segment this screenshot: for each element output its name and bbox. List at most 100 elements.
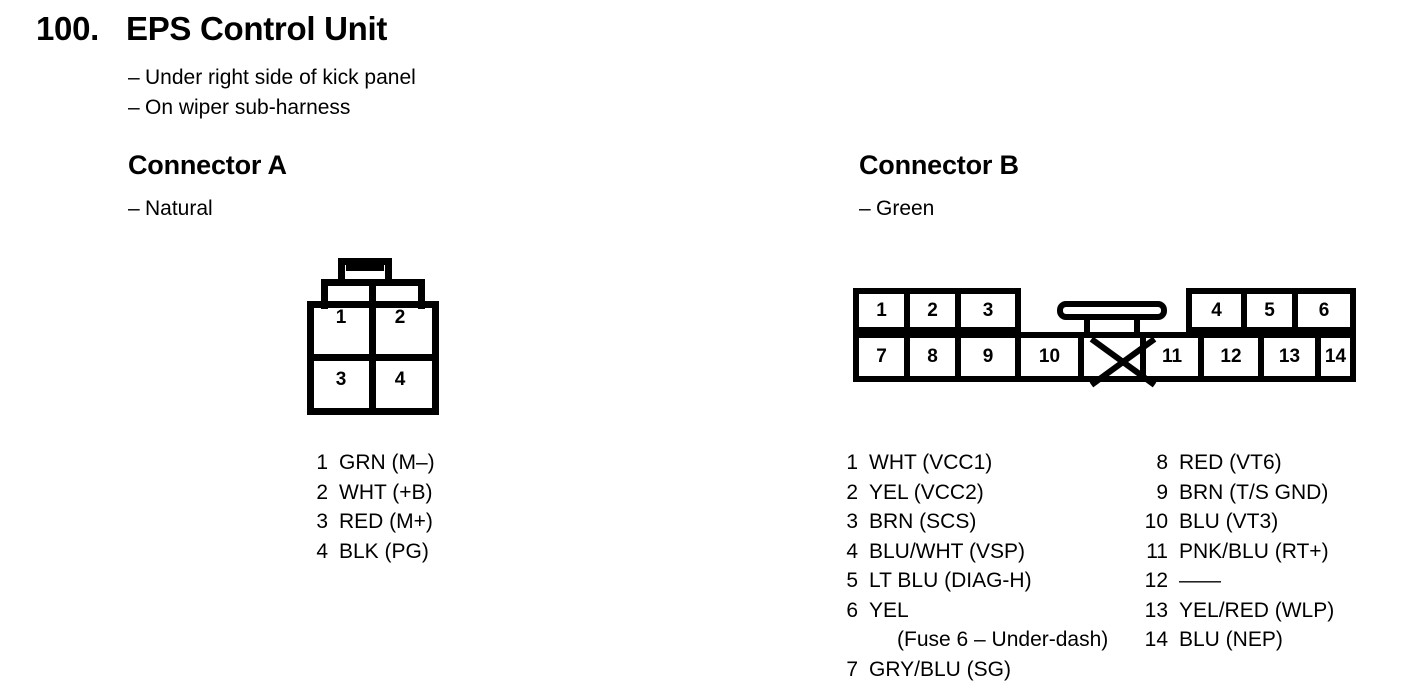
pin-number <box>830 625 858 655</box>
pin-number: 3 <box>846 510 858 533</box>
pin-number: 13 <box>1144 598 1168 622</box>
connector-b-cell-11: 11 <box>1140 332 1204 382</box>
connector-a-title: Connector A <box>128 150 287 180</box>
pin-description: GRN (M–) <box>339 451 435 474</box>
pin-description: BRN (T/S GND) <box>1179 480 1329 504</box>
pin-description: BLU (NEP) <box>1179 628 1283 651</box>
pin-row: 10 BLU (VT3) <box>1140 507 1334 537</box>
connector-a-upper-shoulder <box>321 279 425 309</box>
pin-description: GRY/BLU (SG) <box>869 657 1011 681</box>
pin-number: 3 <box>316 510 328 533</box>
pin-description: BLU (VT3) <box>1179 510 1279 533</box>
connector-a-cell-3: 3 <box>335 369 347 390</box>
pin-row: 7 GRY/BLU (SG) <box>830 655 1108 685</box>
pin-number: 1 <box>316 451 328 474</box>
pin-row: 13 YEL/RED (WLP) <box>1140 596 1335 626</box>
pin-row: 8 RED (VT6) <box>1140 448 1334 478</box>
pin-description: YEL/RED (WLP) <box>1179 598 1335 622</box>
connector-b-color-text: Green <box>876 197 935 220</box>
pin-number: 5 <box>846 569 858 592</box>
connector-a-latch-tab <box>338 258 392 280</box>
dash-bullet: – <box>859 197 871 220</box>
pin-row: 4 BLK (PG) <box>300 537 435 567</box>
connector-b-latch-stem-left <box>1084 314 1090 338</box>
pin-description: BRN (SCS) <box>869 510 977 533</box>
connector-a-cell-2: 2 <box>394 307 406 328</box>
location-note: –Under right side of kick panel <box>128 63 416 93</box>
connector-a-column-divider <box>369 286 376 415</box>
pin-description: PNK/BLU (RT+) <box>1179 539 1329 563</box>
connector-b-cell-8: 8 <box>904 332 961 382</box>
dash-bullet: – <box>128 66 140 89</box>
pin-number: 10 <box>1144 510 1168 533</box>
pin-row: 3 RED (M+) <box>300 507 435 537</box>
connector-a-latch-slot <box>346 264 384 271</box>
pin-row: 12 —— <box>1140 566 1334 596</box>
connector-a-cell-4: 4 <box>394 369 406 390</box>
pin-number: 6 <box>846 598 858 622</box>
pin-description: WHT (VCC1) <box>869 451 993 474</box>
pin-description: BLU/WHT (VSP) <box>869 539 1025 563</box>
page-title-text: EPS Control Unit <box>126 10 388 47</box>
connector-a-color-text: Natural <box>145 197 213 220</box>
pin-description: WHT (+B) <box>339 480 433 504</box>
page-title: 100. EPS Control Unit <box>36 10 387 48</box>
location-note: –On wiper sub-harness <box>128 93 416 123</box>
pin-number: 2 <box>316 480 328 504</box>
connector-b-cell-4: 4 <box>1186 288 1247 333</box>
connector-b-cell-5: 5 <box>1241 288 1298 333</box>
pin-description: RED (M+) <box>339 510 433 533</box>
connector-b-cell-1: 1 <box>853 288 910 333</box>
connector-b-cell-7: 7 <box>853 332 910 382</box>
pin-number: 2 <box>846 480 858 504</box>
connector-b-cell-2: 2 <box>904 288 961 333</box>
connector-b-cell-6: 6 <box>1292 288 1356 333</box>
connector-a-color-note: –Natural <box>128 197 287 221</box>
page-number: 100. <box>36 10 100 47</box>
pin-description: LT BLU (DIAG-H) <box>869 569 1032 592</box>
pin-number: 14 <box>1144 628 1168 651</box>
pin-description: YEL (VCC2) <box>869 480 984 504</box>
connector-a-section: Connector A –Natural <box>128 150 287 221</box>
connector-b-title: Connector B <box>859 150 1019 180</box>
pin-number: 11 <box>1146 539 1168 563</box>
connector-b-diagram: 1 2 3 4 5 6 7 8 9 10 11 12 13 14 <box>853 288 1356 388</box>
pin-row: 9 BRN (T/S GND) <box>1140 478 1334 508</box>
connector-a-pin-list: 1 GRN (M–) 2 WHT (+B) 3 RED (M+) 4 BLK (… <box>300 448 435 567</box>
pin-description: (Fuse 6 – Under-dash) <box>897 628 1109 651</box>
connector-a-diagram: 1 2 3 4 <box>300 250 446 425</box>
pin-number: 12 <box>1144 569 1168 592</box>
connector-b-cell-12: 12 <box>1198 332 1264 382</box>
pin-description: BLK (PG) <box>339 539 429 563</box>
connector-b-cell-10: 10 <box>1015 332 1084 382</box>
pin-row: 14 BLU (NEP) <box>1140 625 1334 655</box>
pin-number: 1 <box>846 451 858 474</box>
pin-row: 1 GRN (M–) <box>300 448 435 478</box>
pin-row: 4 BLU/WHT (VSP) <box>830 537 1108 567</box>
pin-row: 6 YEL <box>830 596 1108 626</box>
pin-description: RED (VT6) <box>1179 451 1282 474</box>
pin-row: 3 BRN (SCS) <box>830 507 1108 537</box>
connector-b-color-note: –Green <box>859 197 1019 221</box>
pin-number: 9 <box>1156 480 1168 504</box>
pin-number: 8 <box>1156 451 1168 474</box>
pin-row: 2 YEL (VCC2) <box>830 478 1108 508</box>
pin-number: 7 <box>846 657 858 681</box>
connector-b-cell-9: 9 <box>955 332 1021 382</box>
pin-row: 5 LT BLU (DIAG-H) <box>830 566 1108 596</box>
location-notes: –Under right side of kick panel –On wipe… <box>128 63 416 123</box>
connector-b-blank-cell <box>1078 332 1157 388</box>
pin-description: —— <box>1179 569 1221 592</box>
pin-row: 1 WHT (VCC1) <box>830 448 1108 478</box>
location-note-text: Under right side of kick panel <box>145 66 416 89</box>
connector-a-cell-1: 1 <box>335 307 347 328</box>
pin-number: 4 <box>846 539 858 563</box>
connector-b-latch-stem-right <box>1134 314 1140 338</box>
pin-description: YEL <box>869 598 909 622</box>
pin-row: 2 WHT (+B) <box>300 478 435 508</box>
connector-b-pin-list-right: 8 RED (VT6) 9 BRN (T/S GND) 10 BLU (VT3)… <box>1140 448 1335 655</box>
connector-b-pin-list-left: 1 WHT (VCC1) 2 YEL (VCC2) 3 BRN (SCS) 4 … <box>830 448 1108 684</box>
dash-bullet: – <box>128 197 140 220</box>
connector-b-cell-13: 13 <box>1258 332 1321 382</box>
pin-number: 4 <box>316 539 328 563</box>
